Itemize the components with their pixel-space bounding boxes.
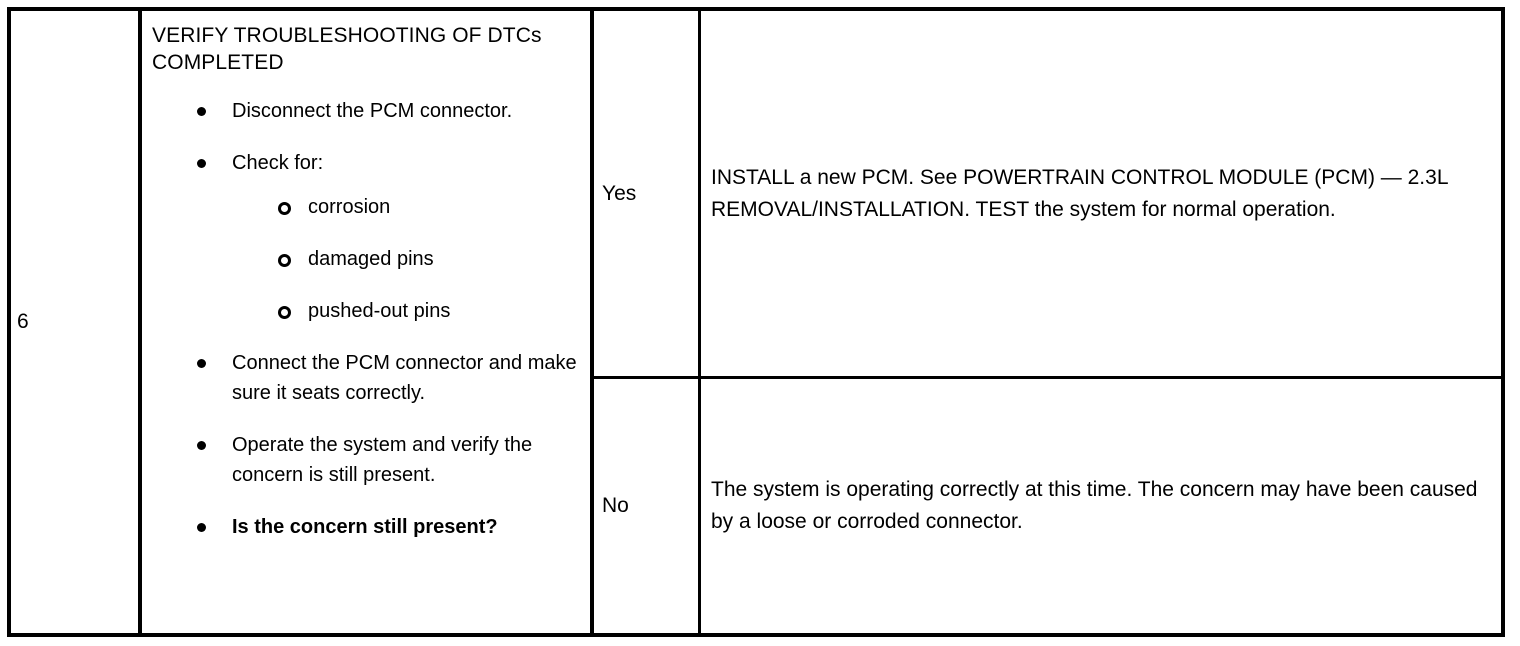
bullet-item: Connect the PCM connector and make sure … (152, 348, 580, 408)
directive-text-no: The system is operating correctly at thi… (711, 478, 1478, 533)
test-action-bullet-list: Disconnect the PCM connector. Check for:… (152, 96, 580, 542)
bullet-text: Operate the system and verify the concer… (232, 434, 533, 486)
step-number: 6 (17, 310, 29, 333)
pinpoint-test-table: 6 VERIFY TROUBLESHOOTING OF DTCs COMPLET… (7, 7, 1505, 637)
result-row-yes: Yes INSTALL a new PCM. See POWERTRAIN CO… (594, 11, 1501, 379)
sub-bullet-item: pushed-out pins (232, 296, 580, 326)
results-column: Yes INSTALL a new PCM. See POWERTRAIN CO… (594, 11, 1501, 633)
bullet-dot-icon (197, 523, 206, 532)
directive-cell-yes: INSTALL a new PCM. See POWERTRAIN CONTRO… (701, 11, 1501, 376)
directive-text-yes: INSTALL a new PCM. See POWERTRAIN CONTRO… (711, 165, 1448, 221)
bullet-text: Is the concern still present? (232, 516, 498, 538)
directive-cell-no: The system is operating correctly at thi… (701, 379, 1501, 633)
sub-bullet-text: damaged pins (308, 248, 434, 270)
sub-bullet-item: corrosion (232, 192, 580, 222)
bullet-text: Connect the PCM connector and make sure … (232, 352, 577, 404)
sub-bullet-text: corrosion (308, 196, 391, 218)
bullet-text: Check for: (232, 152, 324, 174)
sub-bullet-list: corrosion damaged pins pushed-out pins (232, 192, 580, 326)
bullet-item: Check for: corrosion damaged pins pu (152, 148, 580, 326)
sub-bullet-item: damaged pins (232, 244, 580, 274)
bullet-item: Operate the system and verify the concer… (152, 430, 580, 490)
bullet-item: Disconnect the PCM connector. (152, 96, 580, 126)
bullet-circle-icon (278, 202, 291, 215)
bullet-circle-icon (278, 306, 291, 319)
bullet-text: Disconnect the PCM connector. (232, 100, 513, 122)
sub-bullet-text: pushed-out pins (308, 300, 451, 322)
bullet-circle-icon (278, 254, 291, 267)
result-answer-yes: Yes (594, 11, 701, 376)
bullet-dot-icon (197, 159, 206, 168)
step-number-cell: 6 (11, 11, 142, 633)
test-action-title: VERIFY TROUBLESHOOTING OF DTCs COMPLETED (152, 24, 542, 74)
bullet-item-question: Is the concern still present? (152, 512, 580, 542)
bullet-dot-icon (197, 441, 206, 450)
result-answer-no: No (594, 379, 701, 633)
result-row-no: No The system is operating correctly at … (594, 379, 1501, 633)
test-action-cell: VERIFY TROUBLESHOOTING OF DTCs COMPLETED… (142, 11, 594, 633)
bullet-dot-icon (197, 359, 206, 368)
bullet-dot-icon (197, 107, 206, 116)
